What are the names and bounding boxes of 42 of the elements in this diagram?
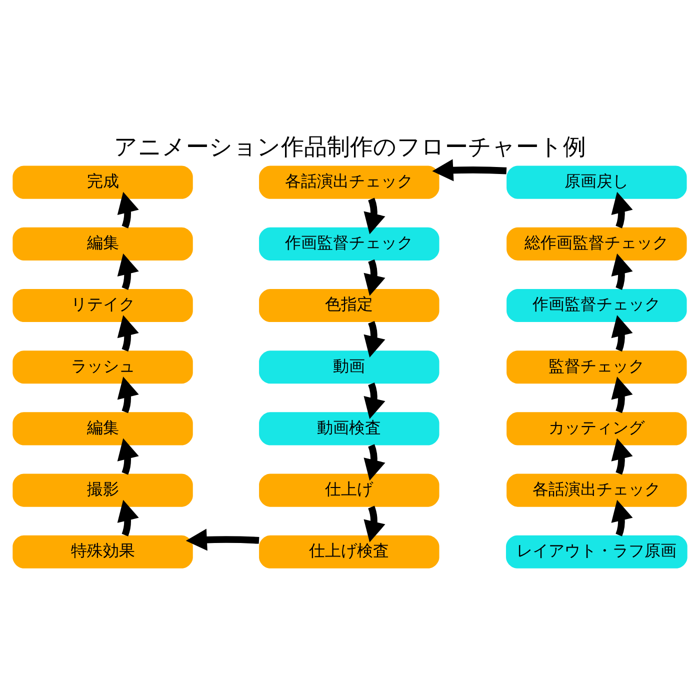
node-box: 撮影 [12,474,193,507]
node-box: 仕上げ [259,474,440,507]
arrow [611,500,633,536]
arrow [364,321,386,358]
node-box: 原画戻し [506,166,687,199]
node-box: リテイク [12,288,193,322]
arrow [611,438,633,475]
arrow [186,528,260,551]
arrow [117,438,139,475]
arrow [117,315,139,352]
node-box: 編集 [12,227,193,260]
node-box: 完成 [12,166,193,199]
arrow [364,506,386,542]
arrow [611,376,633,414]
node-box: 色指定 [259,288,440,322]
arrow [364,382,386,420]
node-box: 監督チェック [506,350,687,384]
node-box: レイアウト・ラフ原画 [506,535,688,568]
arrow [611,192,633,228]
arrow [432,159,507,182]
arrow [364,198,386,234]
arrow [611,253,633,290]
node-box: カッティング [506,412,687,446]
node-box: 編集 [12,412,193,446]
arrow [364,259,386,296]
node-box: 動画検査 [259,412,440,446]
node-box: 作画監督チェック [259,227,440,260]
arrow [611,315,633,352]
arrow [364,444,386,481]
node-box: 各話演出チェック [259,166,440,199]
node-box: 動画 [259,350,440,384]
node-box: 作画監督チェック [506,288,687,322]
node-box: 仕上げ検査 [259,535,440,568]
arrow [117,253,139,290]
arrow [117,376,139,414]
node-box: 特殊効果 [12,535,193,568]
node-box: 総作画監督チェック [506,227,687,260]
diagram-title: アニメーション作品制作のフローチャート例 [114,134,586,160]
node-box: 各話演出チェック [506,474,687,507]
node-box: ラッシュ [12,350,193,384]
arrow [117,500,139,536]
arrow [117,192,139,228]
